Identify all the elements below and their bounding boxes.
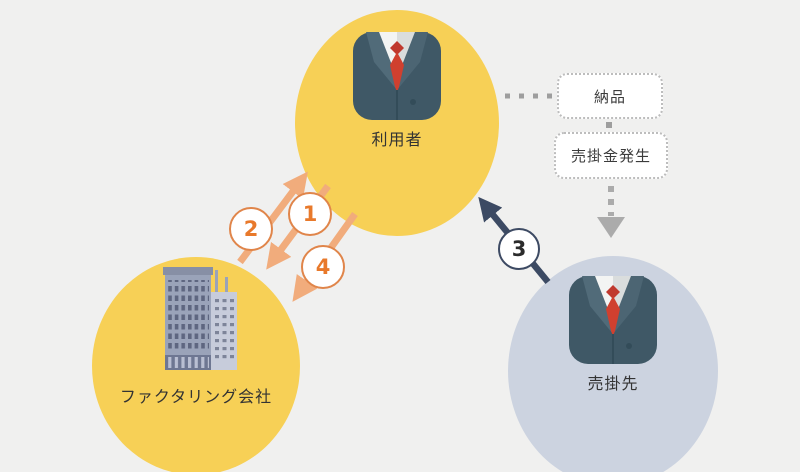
node-factoring-company-label: ファクタリング会社 bbox=[119, 387, 273, 406]
dotted-connector-delivery-to-receivable bbox=[606, 122, 612, 128]
node-user-label: 利用者 bbox=[371, 130, 423, 149]
note-box-receivable: 売掛金発生 bbox=[554, 132, 668, 179]
node-client-label: 売掛先 bbox=[587, 374, 639, 393]
businessman-suit-icon bbox=[353, 32, 441, 120]
node-client-circle: 売掛先 bbox=[508, 256, 718, 472]
businessman-suit-icon bbox=[569, 276, 657, 364]
node-factoring-company-circle: ファクタリング会社 bbox=[92, 257, 300, 472]
note-box-delivery: 納品 bbox=[557, 73, 663, 119]
step-badge-4: 4 bbox=[301, 245, 345, 289]
office-building-icon bbox=[163, 267, 237, 370]
step-badge-3: 3 bbox=[498, 228, 540, 270]
step-badge-1: 1 bbox=[288, 192, 332, 236]
step-badge-2: 2 bbox=[229, 207, 273, 251]
dashed-arrowhead-icon bbox=[597, 217, 625, 238]
